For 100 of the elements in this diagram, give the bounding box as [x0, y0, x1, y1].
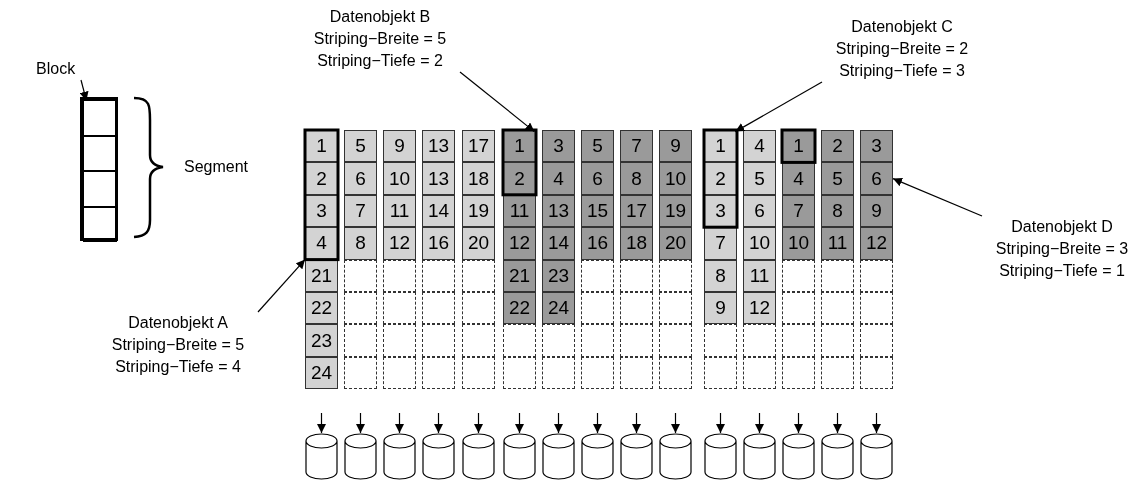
block-cell: 9: [860, 194, 893, 228]
empty-block-slot: [704, 356, 737, 390]
empty-block-slot: [503, 356, 536, 390]
block-cell: 3: [542, 130, 575, 163]
arrow: [872, 412, 881, 434]
empty-block-slot: [542, 356, 575, 390]
empty-block-slot: [743, 356, 776, 390]
block-cell: 20: [659, 227, 692, 260]
block-cell: 10: [659, 162, 692, 195]
object-heading: Datenobjekt D: [1010, 217, 1114, 237]
arrow: [356, 412, 365, 434]
block-cell: 9: [383, 130, 416, 163]
arrow: [755, 412, 764, 434]
empty-block-slot: [344, 324, 377, 357]
empty-block-slot: [659, 356, 692, 390]
object-heading: Datenobjekt A: [127, 313, 229, 333]
block-cell: 12: [503, 227, 536, 260]
block-cell: 7: [782, 194, 815, 228]
block-label: Block: [36, 58, 86, 80]
leader-arrow: [257, 258, 306, 313]
block-cell: 8: [821, 194, 854, 228]
block-cell: 24: [305, 356, 338, 390]
striping-depth-text: Striping−Tiefe = 2: [316, 51, 444, 71]
object-heading: Datenobjekt B: [328, 7, 432, 27]
block-cell: 13: [422, 162, 455, 195]
block-cell: 17: [620, 194, 653, 228]
block-cell: 8: [704, 259, 737, 292]
empty-block-slot: [581, 356, 614, 390]
empty-block-slot: [821, 324, 854, 357]
block-cell: 14: [542, 227, 575, 260]
striping-width-text: Striping−Breite = 5: [110, 335, 246, 355]
leader-arrow: [734, 81, 823, 133]
striping-depth-text: Striping−Tiefe = 1: [998, 261, 1126, 281]
empty-block-slot: [743, 324, 776, 357]
block-cell: 13: [542, 194, 575, 228]
block-cell: 15: [581, 194, 614, 228]
arrow: [716, 412, 725, 434]
empty-block-slot: [503, 324, 536, 357]
empty-block-slot: [659, 259, 692, 292]
block-cell: 21: [503, 259, 536, 292]
arrow: [474, 412, 483, 434]
block-cell: 16: [422, 227, 455, 260]
block-cell: 7: [344, 194, 377, 228]
block-cell: 23: [542, 259, 575, 292]
block-cell: 22: [305, 292, 338, 325]
arrow: [593, 412, 602, 434]
striping-width-text: Striping−Breite = 5: [312, 29, 448, 49]
empty-block-slot: [383, 324, 416, 357]
block-cell: 8: [620, 162, 653, 195]
empty-block-slot: [620, 356, 653, 390]
empty-block-slot: [344, 292, 377, 325]
arrow: [434, 412, 443, 434]
empty-block-slot: [860, 324, 893, 357]
segment-label: Segment: [184, 157, 249, 177]
block-cell: 10: [782, 227, 815, 260]
block-cell: 13: [422, 130, 455, 163]
empty-block-slot: [422, 292, 455, 325]
empty-block-slot: [383, 259, 416, 292]
empty-block-slot: [344, 356, 377, 390]
arrow: [632, 412, 641, 434]
empty-block-slot: [782, 292, 815, 325]
empty-block-slot: [860, 292, 893, 325]
block-cell: 21: [305, 259, 338, 292]
block-cell: 5: [344, 130, 377, 163]
empty-block-slot: [383, 292, 416, 325]
arrow: [317, 412, 326, 434]
empty-block-slot: [821, 356, 854, 390]
block-cell: 7: [620, 130, 653, 163]
block-cell: 6: [581, 162, 614, 195]
block-cell: 20: [462, 227, 495, 260]
empty-block-slot: [344, 259, 377, 292]
empty-block-slot: [704, 324, 737, 357]
block-cell: 11: [743, 259, 776, 292]
block-cell: 7: [704, 227, 737, 260]
arrow: [833, 412, 842, 434]
arrow: [395, 412, 404, 434]
empty-block-slot: [383, 356, 416, 390]
block-cell: 4: [743, 130, 776, 163]
block-cell: 18: [620, 227, 653, 260]
empty-block-slot: [422, 356, 455, 390]
block-cell: 10: [383, 162, 416, 195]
block-cell: 5: [743, 162, 776, 195]
block-cell: 12: [860, 227, 893, 260]
empty-block-slot: [542, 324, 575, 357]
object-heading: Datenobjekt C: [850, 17, 954, 37]
striping-depth-text: Striping−Tiefe = 4: [114, 357, 242, 377]
empty-block-slot: [620, 292, 653, 325]
block-cell: 6: [344, 162, 377, 195]
empty-block-slot: [422, 259, 455, 292]
block-cell: 19: [659, 194, 692, 228]
leader-arrow: [892, 177, 983, 217]
block-cell: 22: [503, 292, 536, 325]
empty-block: [83, 206, 117, 242]
block-cell: 6: [860, 162, 893, 195]
empty-block: [83, 171, 117, 207]
empty-block-slot: [659, 324, 692, 357]
block-cell: 2: [821, 130, 854, 163]
arrow: [671, 412, 680, 434]
empty-block-slot: [659, 292, 692, 325]
block-cell: 11: [383, 194, 416, 228]
